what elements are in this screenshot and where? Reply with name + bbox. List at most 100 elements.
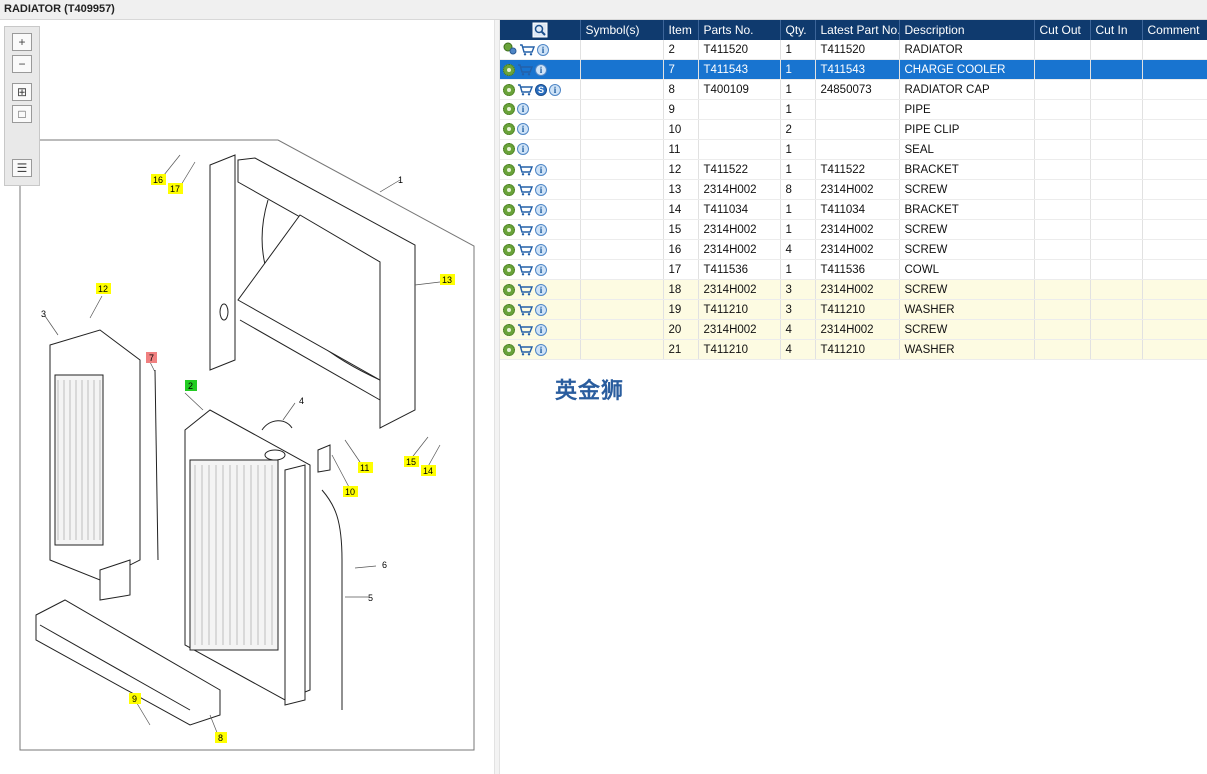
- info-icon[interactable]: i: [535, 203, 547, 216]
- qty-cell: 1: [780, 40, 816, 60]
- cart-icon[interactable]: [519, 43, 535, 56]
- pane-splitter[interactable]: [494, 20, 500, 774]
- cart-icon[interactable]: [517, 203, 533, 216]
- gear-icon[interactable]: [503, 123, 515, 136]
- cart-icon[interactable]: [517, 183, 533, 196]
- callout-8: 8: [218, 733, 223, 743]
- gear-icon[interactable]: [503, 243, 515, 256]
- info-icon[interactable]: i: [535, 223, 547, 236]
- qty-cell: 1: [780, 199, 816, 220]
- callout-5: 5: [368, 593, 373, 603]
- column-header-description[interactable]: Description: [899, 20, 1035, 40]
- item-cell: 16: [663, 239, 699, 260]
- column-header-latest-part-no[interactable]: Latest Part No.: [815, 20, 900, 40]
- cart-icon[interactable]: [517, 343, 533, 356]
- list-view-icon[interactable]: ☰: [12, 159, 32, 177]
- info-icon[interactable]: i: [549, 83, 561, 96]
- info-icon[interactable]: i: [535, 163, 547, 176]
- cut-out-cell: [1034, 179, 1091, 200]
- qty-cell: 8: [780, 179, 816, 200]
- info-icon[interactable]: i: [535, 323, 547, 336]
- info-icon[interactable]: i: [517, 103, 529, 116]
- column-header-qty[interactable]: Qty.: [780, 20, 816, 40]
- column-header-cut-in[interactable]: Cut In: [1090, 20, 1143, 40]
- cart-icon[interactable]: [517, 303, 533, 316]
- info-icon[interactable]: i: [535, 283, 547, 296]
- cart-icon[interactable]: [517, 63, 533, 76]
- info-icon[interactable]: i: [535, 303, 547, 316]
- cart-icon[interactable]: [517, 323, 533, 336]
- qty-cell: 4: [780, 319, 816, 340]
- gear-icon[interactable]: [503, 103, 515, 116]
- cart-icon[interactable]: [517, 263, 533, 276]
- gear-icon[interactable]: [503, 163, 515, 176]
- column-header-item[interactable]: Item: [663, 20, 699, 40]
- assembly-gear-icon[interactable]: [503, 42, 517, 58]
- info-icon[interactable]: i: [535, 63, 547, 76]
- info-icon[interactable]: i: [517, 123, 529, 136]
- info-icon[interactable]: i: [535, 183, 547, 196]
- column-header-actions[interactable]: [500, 20, 581, 40]
- gear-icon[interactable]: [503, 263, 515, 276]
- cart-icon[interactable]: [517, 83, 533, 96]
- gear-icon[interactable]: [503, 203, 515, 216]
- qty-cell: 1: [780, 79, 816, 100]
- symbols-cell: [580, 40, 664, 60]
- description-cell: RADIATOR: [899, 40, 1035, 60]
- parts-no-cell: T411543: [698, 59, 781, 80]
- cart-icon[interactable]: [517, 243, 533, 256]
- column-header-cut-out[interactable]: Cut Out: [1034, 20, 1091, 40]
- callout-1: 1: [398, 175, 403, 185]
- gear-icon[interactable]: [503, 343, 515, 356]
- gear-icon[interactable]: [503, 63, 515, 76]
- zoom-out-icon[interactable]: −: [12, 55, 32, 73]
- actual-size-icon[interactable]: □: [12, 105, 32, 123]
- gear-icon[interactable]: [503, 303, 515, 316]
- gear-icon[interactable]: [503, 143, 515, 156]
- gear-icon[interactable]: [503, 83, 515, 96]
- gear-icon[interactable]: [503, 223, 515, 236]
- cart-icon[interactable]: [517, 283, 533, 296]
- column-header-comment[interactable]: Comment: [1142, 20, 1207, 40]
- qty-cell: 3: [780, 299, 816, 320]
- fit-page-icon[interactable]: ⊞: [12, 83, 32, 101]
- zoom-in-icon[interactable]: +: [12, 33, 32, 51]
- gear-icon[interactable]: [503, 283, 515, 296]
- column-header-symbols[interactable]: Symbol(s): [580, 20, 664, 40]
- symbols-cell: [580, 139, 664, 160]
- exploded-view-drawing[interactable]: 1 2 3 4 5 6 7 8 9 10 11 12 13 14 15 16 1…: [0, 0, 494, 774]
- cut-in-cell: [1090, 119, 1143, 140]
- column-header-parts-no[interactable]: Parts No.: [698, 20, 781, 40]
- info-icon[interactable]: i: [535, 263, 547, 276]
- info-icon[interactable]: i: [535, 343, 547, 356]
- info-icon[interactable]: i: [537, 43, 549, 56]
- gear-icon[interactable]: [503, 183, 515, 196]
- symbol-s-icon[interactable]: S: [535, 83, 547, 96]
- info-icon[interactable]: i: [535, 243, 547, 256]
- cart-icon[interactable]: [517, 163, 533, 176]
- qty-cell: 4: [780, 239, 816, 260]
- info-icon[interactable]: i: [517, 143, 529, 156]
- cart-icon[interactable]: [517, 223, 533, 236]
- gear-icon[interactable]: [503, 323, 515, 336]
- comment-cell: [1142, 199, 1207, 220]
- symbols-cell: [580, 279, 664, 300]
- comment-cell: [1142, 259, 1207, 280]
- row-action-icons: i: [500, 99, 581, 120]
